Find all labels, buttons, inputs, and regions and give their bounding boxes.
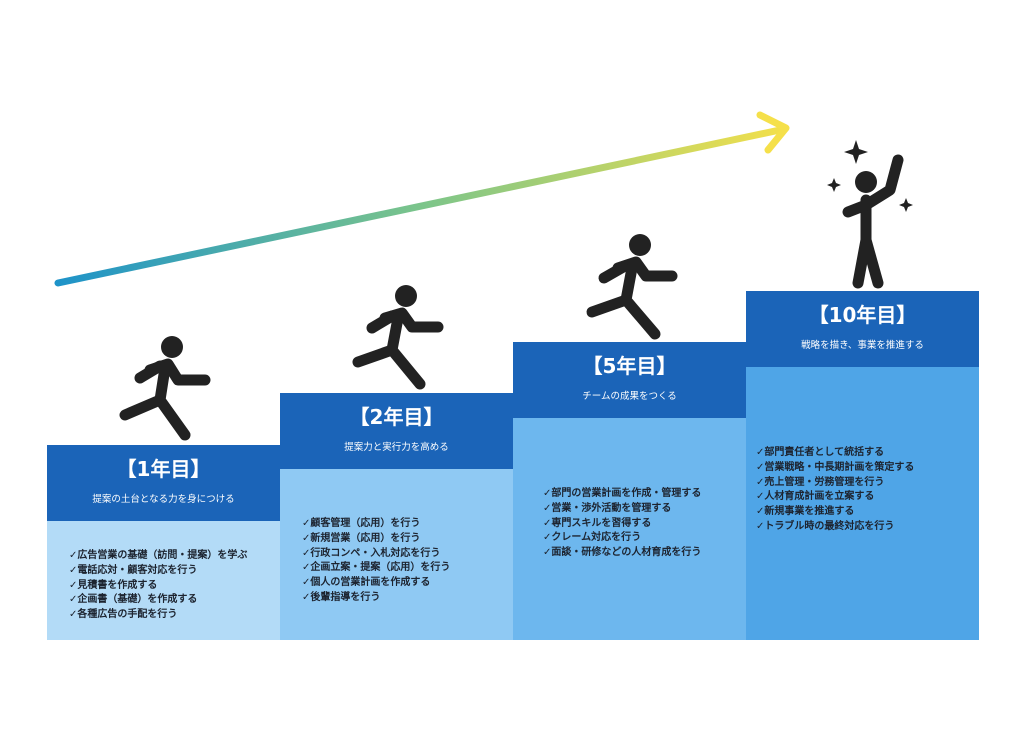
- task-item: ✓後輩指導を行う: [302, 591, 381, 603]
- running-figure-icon: [119, 336, 211, 441]
- task-item: ✓個人の営業計画を作成する: [302, 577, 431, 589]
- task-item: ✓部門責任者として統括する: [756, 447, 885, 458]
- task-item: ✓営業・渉外活動を管理する: [543, 502, 672, 514]
- step-title: 【2年目】: [349, 405, 444, 429]
- task-item: ✓面談・研修などの人材育成を行う: [543, 547, 702, 559]
- task-list: ✓部門の営業計画を作成・管理する ✓営業・渉外活動を管理する ✓専門スキルを習得…: [543, 487, 701, 561]
- step-title: 【1年目】: [116, 457, 211, 481]
- step-header: 【1年目】 提案の土台となる力を身につける: [47, 445, 280, 521]
- task-item: ✓専門スキルを習得する: [543, 517, 652, 529]
- step-header: 【10年目】 戦略を描き、事業を推進する: [746, 291, 979, 367]
- step-body: ✓顧客管理（応用）を行う ✓新規営業（応用）を行う ✓行政コンペ・入札対応を行う…: [280, 469, 513, 640]
- task-item: ✓売上管理・労務管理を行う: [756, 476, 885, 488]
- step-title: 【5年目】: [582, 354, 677, 378]
- running-figure-icon: [586, 234, 678, 340]
- task-item: ✓電話応対・顧客対応を行う: [69, 564, 198, 576]
- task-item: ✓トラブル時の最終対応を行う: [756, 520, 895, 532]
- celebrating-figure-icon: [842, 154, 904, 289]
- step-year-1: 【1年目】 提案の土台となる力を身につける ✓広告営業の基礎（訪問・提案）を学ぶ…: [47, 445, 280, 640]
- task-item: ✓新規事業を推進する: [756, 506, 855, 518]
- task-list: ✓部門責任者として統括する ✓営業戦略・中長期計画を策定する ✓売上管理・労務管…: [756, 446, 914, 535]
- task-list: ✓広告営業の基礎（訪問・提案）を学ぶ ✓電話応対・顧客対応を行う ✓見積書を作成…: [69, 549, 247, 623]
- task-list: ✓顧客管理（応用）を行う ✓新規営業（応用）を行う ✓行政コンペ・入札対応を行う…: [302, 517, 450, 606]
- running-figure-icon: [352, 285, 444, 390]
- step-year-10: 【10年目】 戦略を描き、事業を推進する ✓部門責任者として統括する ✓営業戦略…: [746, 291, 979, 640]
- task-item: ✓営業戦略・中長期計画を策定する: [756, 461, 915, 473]
- step-body: ✓部門の営業計画を作成・管理する ✓営業・渉外活動を管理する ✓専門スキルを習得…: [513, 418, 746, 640]
- step-title: 【10年目】: [808, 303, 917, 327]
- task-item: ✓見積書を作成する: [69, 579, 158, 591]
- task-item: ✓新規営業（応用）を行う: [302, 532, 421, 544]
- task-item: ✓部門の営業計画を作成・管理する: [543, 488, 702, 499]
- task-item: ✓人材育成計画を立案する: [756, 491, 875, 503]
- step-subtitle: 戦略を描き、事業を推進する: [801, 340, 924, 351]
- task-item: ✓企画書（基礎）を作成する: [69, 594, 198, 606]
- task-item: ✓顧客管理（応用）を行う: [302, 518, 421, 529]
- step-subtitle: チームの成果をつくる: [582, 391, 677, 402]
- task-item: ✓行政コンペ・入札対応を行う: [302, 547, 441, 559]
- step-header: 【5年目】 チームの成果をつくる: [513, 342, 746, 418]
- task-item: ✓クレーム対応を行う: [543, 532, 642, 544]
- step-header: 【2年目】 提案力と実行力を高める: [280, 393, 513, 469]
- step-year-5: 【5年目】 チームの成果をつくる ✓部門の営業計画を作成・管理する ✓営業・渉外…: [513, 342, 746, 640]
- sparkle-icon: [827, 140, 913, 212]
- growth-arrow-icon: [54, 111, 790, 287]
- step-year-2: 【2年目】 提案力と実行力を高める ✓顧客管理（応用）を行う ✓新規営業（応用）…: [280, 393, 513, 640]
- step-subtitle: 提案力と実行力を高める: [344, 442, 449, 453]
- step-subtitle: 提案の土台となる力を身につける: [92, 494, 235, 505]
- task-item: ✓企画立案・提案（応用）を行う: [302, 562, 451, 574]
- step-body: ✓広告営業の基礎（訪問・提案）を学ぶ ✓電話応対・顧客対応を行う ✓見積書を作成…: [47, 521, 280, 640]
- task-item: ✓広告営業の基礎（訪問・提案）を学ぶ: [69, 550, 248, 561]
- task-item: ✓各種広告の手配を行う: [69, 609, 178, 621]
- step-body: ✓部門責任者として統括する ✓営業戦略・中長期計画を策定する ✓売上管理・労務管…: [746, 367, 979, 640]
